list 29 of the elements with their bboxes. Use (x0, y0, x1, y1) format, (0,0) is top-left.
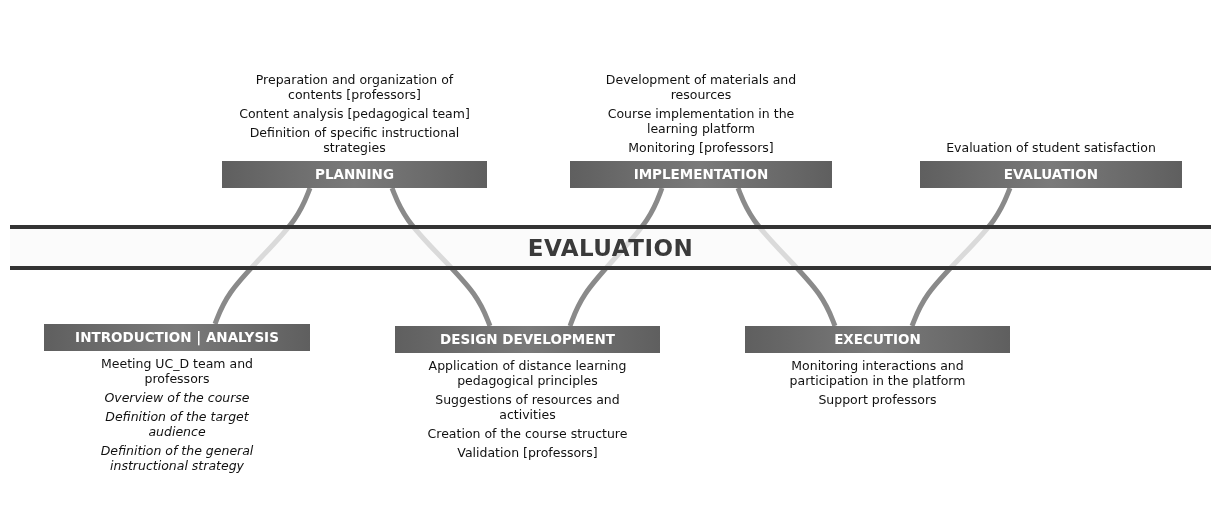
curved-connector (735, 187, 838, 327)
activity-text: Meeting UC_D team and professors (100, 356, 254, 386)
activity-text: Course implementation in the learning platform (606, 106, 796, 136)
activity-text: Monitoring interactions and participation in the platform (788, 358, 967, 388)
activity-text: Validation [professors] (457, 445, 598, 460)
activity-text: Preparation and organization of contents [professors] (254, 72, 455, 102)
activity-text: Definition of the target audience (104, 409, 250, 439)
activity-text: Development of materials and resources (604, 72, 798, 102)
phase-header-bar: EXECUTION (745, 326, 1010, 353)
phase-header-bar: DESIGN DEVELOPMENT (395, 326, 660, 353)
activity-text: Definition of specific instructional strategies (248, 125, 461, 155)
curved-connector (909, 187, 1013, 327)
phase-header-bar: IMPLEMENTATION (570, 161, 832, 188)
activity-text: Support professors (818, 392, 937, 407)
activity-text: Monitoring [professors] (628, 140, 774, 155)
phase-header-bar: EVALUATION (920, 161, 1182, 188)
curved-connector (567, 187, 665, 327)
activity-text: Content analysis [pedagogical team] (239, 106, 470, 121)
band-label: EVALUATION (527, 234, 694, 261)
phase-header-bar: PLANNING (222, 161, 487, 188)
activity-text: Creation of the course structure (427, 426, 628, 441)
curved-connector (389, 187, 493, 327)
activity-text: Evaluation of student satisfaction (946, 140, 1156, 155)
phase-header-bar: INTRODUCTION | ANALYSIS (44, 324, 310, 351)
activity-text: Application of distance learning pedagogical principles (427, 358, 628, 388)
activity-text: Suggestions of resources and activities (434, 392, 621, 422)
activity-text: Overview of the course (104, 390, 250, 405)
activity-text: Definition of the general instructional strategy (99, 443, 255, 473)
curved-connector (212, 187, 313, 325)
